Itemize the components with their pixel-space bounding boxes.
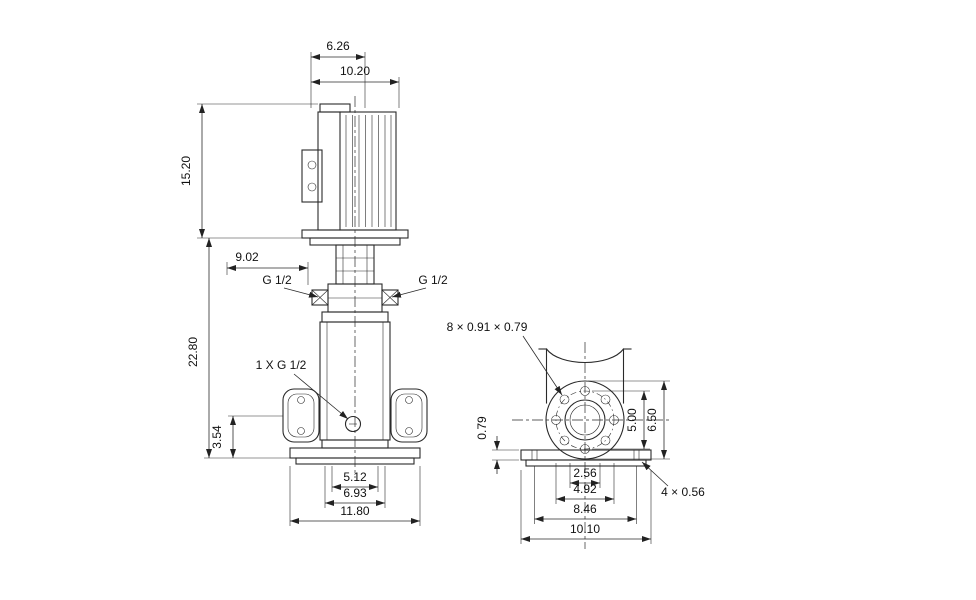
dim-motor-width-label: 6.26: [326, 39, 350, 53]
dim-flange-diameter-label: 6.50: [645, 408, 659, 432]
flange-face: [545, 380, 625, 460]
terminal-box: [301, 149, 323, 203]
suction-flange: [282, 388, 320, 443]
flange-holes-callout: 8 × 0.91 × 0.79: [447, 320, 563, 396]
dim-base-hole-span-group: 8.46: [534, 466, 637, 524]
dim-base-hole-span-label: 8.46: [573, 502, 597, 516]
vent-port-right-callout: G 1/2: [391, 273, 448, 298]
dim-motor-height-label: 15.20: [179, 156, 193, 186]
dim-motor-height-group: 15.20: [179, 103, 318, 239]
dim-base-thickness-label: 0.79: [475, 416, 489, 440]
dim-bolt-circle-group: 5.00: [592, 390, 650, 450]
dim-pump-height-label: 22.80: [186, 337, 200, 367]
vent-port-boss-right: [381, 289, 399, 306]
dim-hole-span-outer-label: 4.92: [573, 482, 597, 496]
dim-end-base-width-label: 10.10: [570, 522, 600, 536]
dim-port-center-height-label: 3.54: [210, 425, 224, 449]
flange-bolt-holes: [551, 386, 619, 454]
front-view: 6.26 10.20 15.20 22.80 3.54: [179, 39, 448, 526]
base-holes-label: 4 × 0.56: [661, 485, 705, 499]
dim-hole-span-inner-group: 2.56: [569, 463, 601, 488]
dim-base-span-inner-label: 5.12: [343, 470, 367, 484]
bolt-circle: [555, 390, 615, 450]
vent-port-boss-left: [311, 289, 329, 306]
dim-motor-overall-width-group: 10.20: [311, 64, 400, 108]
dim-end-base-width-group: 10.10: [520, 470, 652, 544]
base-holes-callout: 4 × 0.56: [641, 461, 705, 499]
dim-flange-diameter-group: 6.50: [588, 380, 670, 460]
vent-port-left-label: G 1/2: [262, 273, 292, 287]
dim-head-clearance-group: 9.02: [226, 250, 309, 285]
dim-hole-span-outer-group: 4.92: [555, 463, 615, 504]
dim-bolt-circle-label: 5.00: [625, 408, 639, 432]
dim-base-span-inner-group: 5.12: [331, 466, 379, 492]
dim-hole-span-inner-label: 2.56: [573, 466, 597, 480]
drain-port-callout: 1 X G 1/2: [256, 358, 349, 420]
dim-pump-height-group: 22.80: [186, 238, 290, 459]
drain-port-label: 1 X G 1/2: [256, 358, 307, 372]
dim-motor-overall-width-label: 10.20: [340, 64, 370, 78]
pump-base: [289, 447, 421, 465]
seal-housing: [327, 283, 383, 313]
base-plate: [520, 449, 652, 467]
end-view: 8 × 0.91 × 0.79 0.79 5.00 6.50: [447, 320, 705, 549]
dim-base-span-mid-group: 6.93: [324, 466, 386, 508]
saddle-bracket: [538, 348, 632, 404]
vent-port-left-callout: G 1/2: [262, 273, 319, 298]
dim-port-center-height-group: 3.54: [210, 415, 283, 458]
dim-base-width-group: 11.80: [289, 466, 421, 526]
discharge-flange: [390, 388, 428, 443]
vent-port-right-label: G 1/2: [418, 273, 448, 287]
motor-cooling-fins: [345, 115, 392, 227]
flange-holes-label: 8 × 0.91 × 0.79: [447, 320, 528, 334]
dim-base-thickness-group: 0.79: [475, 416, 519, 474]
dim-head-clearance-label: 9.02: [235, 250, 259, 264]
dim-base-width-label: 11.80: [340, 504, 369, 518]
dim-base-span-mid-label: 6.93: [343, 486, 367, 500]
drain-plug: [344, 415, 362, 433]
motor: [317, 103, 397, 231]
